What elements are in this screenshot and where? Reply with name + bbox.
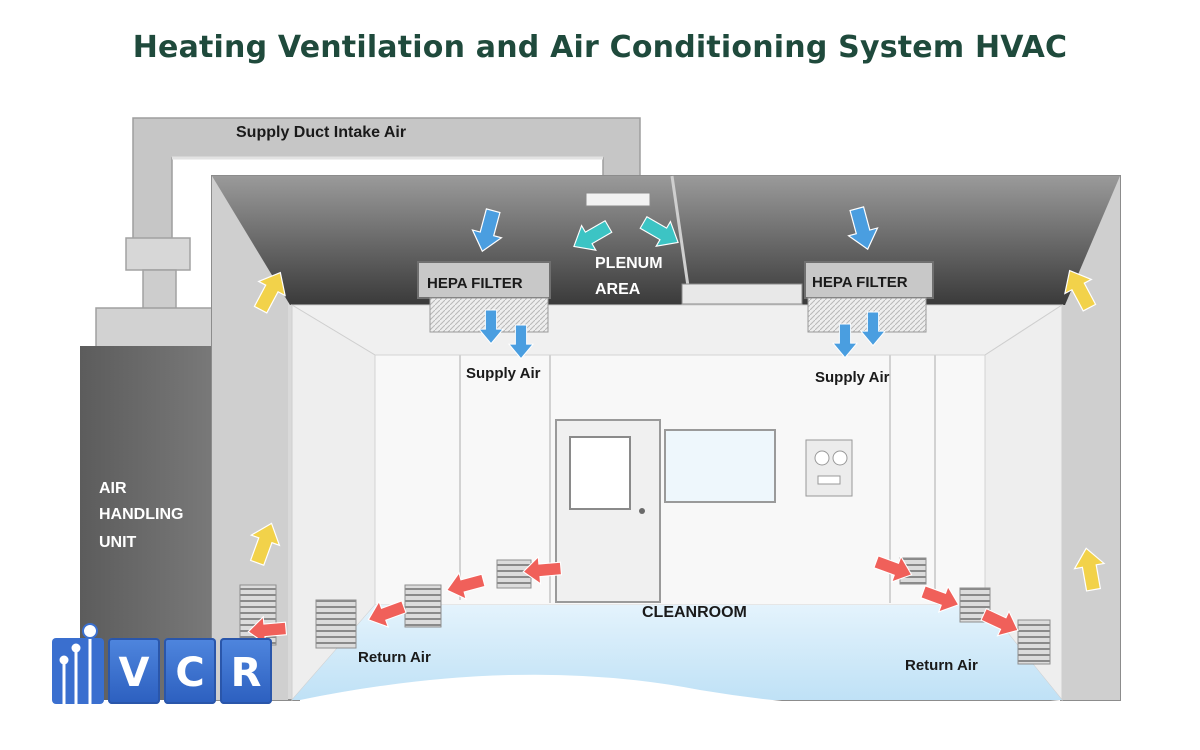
logo-box-c [164,638,216,704]
ahu-label-line1: AIR [99,480,127,497]
arrow-return-left-3-icon [367,600,407,628]
ahu-label-line2: HANDLING [99,506,183,523]
arrow-riser-left-bottom-icon [249,522,281,566]
arrow-supply-left-2-icon [507,324,535,360]
arrow-plenum-right-icon [639,215,679,248]
logo-letter-c: C [175,650,205,696]
arrow-supply-right-1-icon [831,323,859,359]
arrow-return-right-3-icon [980,607,1019,637]
page-title: Heating Ventilation and Air Conditioning… [132,30,1068,65]
arrow-return-right-1-icon [873,555,913,583]
plenum-label-line1: PLENUM [595,255,663,272]
arrow-riser-right-top-icon [1064,269,1097,312]
arrow-supply-right-2-icon [859,311,887,347]
return-air-right-label: Return Air [905,657,978,674]
arrow-plenum-left-icon [573,219,613,252]
arrow-riser-left-top-icon [253,271,286,314]
logo-box-v [108,638,160,704]
cleanroom-label: CLEANROOM [642,604,747,621]
arrow-return-left-1-icon [522,555,563,585]
supply-air-right-label: Supply Air [815,369,890,386]
plenum-label-line2: AREA [595,281,641,298]
supply-air-left-label: Supply Air [466,365,541,382]
vcr-logo: V C R [52,620,274,706]
arrow-return-left-2-icon [446,571,486,600]
arrow-riser-right-bottom-icon [1073,547,1106,592]
logo-letter-r: R [230,650,262,696]
hepa-filter-left [417,261,551,333]
return-air-left-label: Return Air [358,649,431,666]
arrow-into-left-hepa-icon [471,208,503,253]
hepa-filter-left-label: HEPA FILTER [427,275,523,292]
arrow-supply-left-1-icon [477,309,505,345]
hepa-filter-right-label: HEPA FILTER [812,274,908,291]
logo-box-r [220,638,272,704]
arrow-return-right-2-icon [920,585,960,613]
arrow-return-left-4-icon [247,615,288,645]
logo-antenna-icon [52,623,104,704]
airflow-arrows [247,206,1106,645]
supply-duct [125,117,641,311]
plenum-diffuser [681,283,803,305]
arrow-into-right-hepa-icon [847,206,879,251]
logo-letter-v: V [118,650,150,696]
supply-duct-label: Supply Duct Intake Air [236,124,406,141]
ahu-label-line3: UNIT [99,534,137,551]
